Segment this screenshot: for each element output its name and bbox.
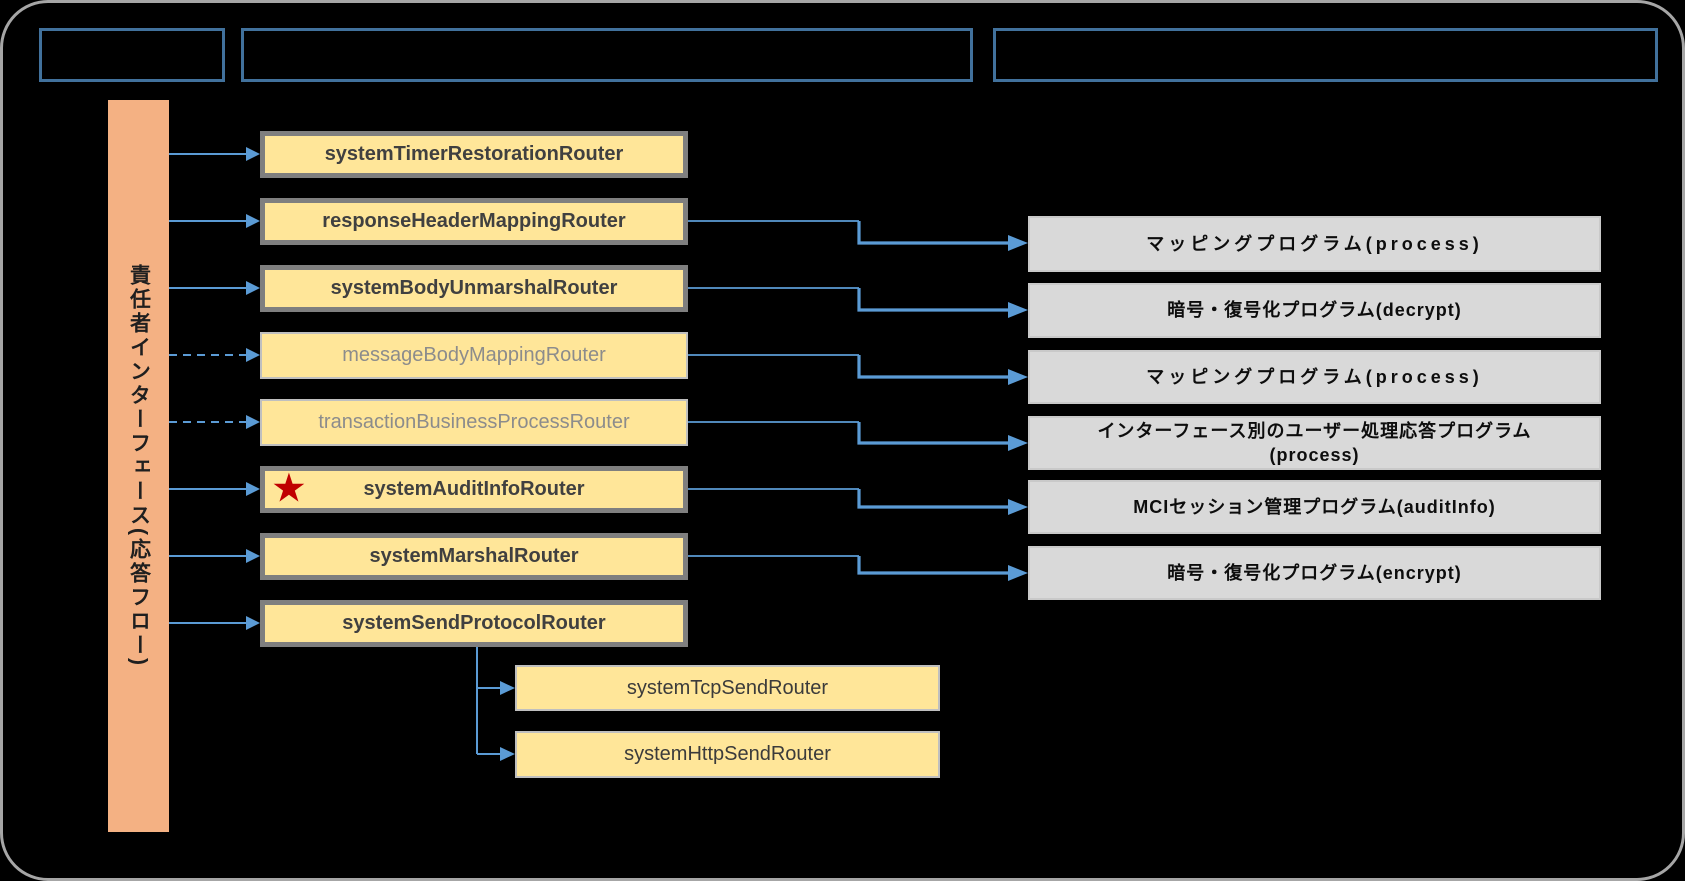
router-message-body-mapping: messageBodyMappingRouter bbox=[260, 332, 688, 379]
router-label: systemBodyUnmarshalRouter bbox=[330, 277, 618, 299]
router-transaction-business-process: transactionBusinessProcessRouter bbox=[260, 399, 688, 446]
router-label: systemMarshalRouter bbox=[369, 545, 579, 567]
program-connector-thick-5 bbox=[857, 489, 1011, 509]
router-label: transactionBusinessProcessRouter bbox=[318, 411, 630, 433]
program-arrowhead-3 bbox=[1008, 369, 1028, 385]
router-system-marshal: systemMarshalRouter bbox=[260, 533, 688, 580]
program-mapping-process-1: マッピングプログラム(process) bbox=[1028, 216, 1601, 272]
program-label: インターフェース別のユーザー処理応答プログラム (process) bbox=[1097, 420, 1532, 465]
sub-arrowhead-2 bbox=[500, 747, 515, 761]
router-label: systemHttpSendRouter bbox=[624, 743, 831, 765]
router-label: systemTimerRestorationRouter bbox=[324, 143, 624, 165]
router-label: systemSendProtocolRouter bbox=[342, 612, 606, 634]
program-arrowhead-4 bbox=[1008, 435, 1028, 451]
lane-arrowhead-5 bbox=[246, 415, 260, 429]
router-label: systemTcpSendRouter bbox=[626, 676, 829, 699]
program-label: 暗号・復号化プログラム(encrypt) bbox=[1167, 562, 1462, 583]
program-mapping-process-2: マッピングプログラム(process) bbox=[1028, 350, 1601, 404]
lane-responsible-interface: 責任者インターフェース(応答フロー) bbox=[108, 100, 169, 832]
star-icon: ★ bbox=[271, 465, 307, 510]
program-decrypt: 暗号・復号化プログラム(decrypt) bbox=[1028, 283, 1601, 338]
router-system-http-send: systemHttpSendRouter bbox=[515, 731, 940, 778]
sub-arrowhead-1 bbox=[500, 681, 515, 695]
program-label: MCIセッション管理プログラム(auditInfo) bbox=[1133, 496, 1496, 517]
program-mci-session-audit-info: MCIセッション管理プログラム(auditInfo) bbox=[1028, 480, 1601, 534]
router-system-tcp-send: systemTcpSendRouter bbox=[515, 665, 940, 711]
lane-arrowhead-8 bbox=[246, 616, 260, 630]
lane-arrowhead-3 bbox=[246, 281, 260, 295]
program-encrypt: 暗号・復号化プログラム(encrypt) bbox=[1028, 546, 1601, 600]
router-response-header-mapping: responseHeaderMappingRouter bbox=[260, 198, 688, 245]
program-arrowhead-1 bbox=[1008, 235, 1028, 251]
router-label: messageBodyMappingRouter bbox=[342, 344, 606, 366]
program-label: マッピングプログラム(process) bbox=[1146, 366, 1483, 387]
router-system-audit-info: ★ systemAuditInfoRouter bbox=[260, 466, 688, 513]
program-user-response-process: インターフェース別のユーザー処理応答プログラム (process) bbox=[1028, 416, 1601, 470]
header-box-2 bbox=[241, 28, 973, 82]
lane-arrowhead-1 bbox=[246, 147, 260, 161]
lane-arrowhead-4 bbox=[246, 348, 260, 362]
program-connector-thick-3 bbox=[857, 355, 1011, 379]
lane-arrowhead-6 bbox=[246, 482, 260, 496]
program-label: 暗号・復号化プログラム(decrypt) bbox=[1167, 300, 1462, 321]
program-connector-thick-4 bbox=[857, 422, 1011, 445]
router-system-timer-restoration: systemTimerRestorationRouter bbox=[260, 131, 688, 178]
program-arrowhead-5 bbox=[1008, 499, 1028, 515]
router-label: systemAuditInfoRouter bbox=[363, 478, 585, 500]
connector-layer bbox=[169, 147, 1028, 761]
program-arrowhead-6 bbox=[1008, 565, 1028, 581]
program-label: マッピングプログラム(process) bbox=[1146, 233, 1483, 254]
lane-arrowhead-7 bbox=[246, 549, 260, 563]
program-connector-thick-6 bbox=[857, 556, 1011, 575]
router-system-send-protocol: systemSendProtocolRouter bbox=[260, 600, 688, 647]
program-arrowhead-2 bbox=[1008, 302, 1028, 318]
router-label: responseHeaderMappingRouter bbox=[322, 210, 626, 232]
lane-arrowhead-2 bbox=[246, 214, 260, 228]
header-box-1 bbox=[39, 28, 225, 82]
program-connector-thick-1 bbox=[857, 221, 1011, 245]
program-connector-thick-2 bbox=[857, 288, 1011, 312]
header-box-3 bbox=[993, 28, 1658, 82]
router-system-body-unmarshal: systemBodyUnmarshalRouter bbox=[260, 265, 688, 312]
